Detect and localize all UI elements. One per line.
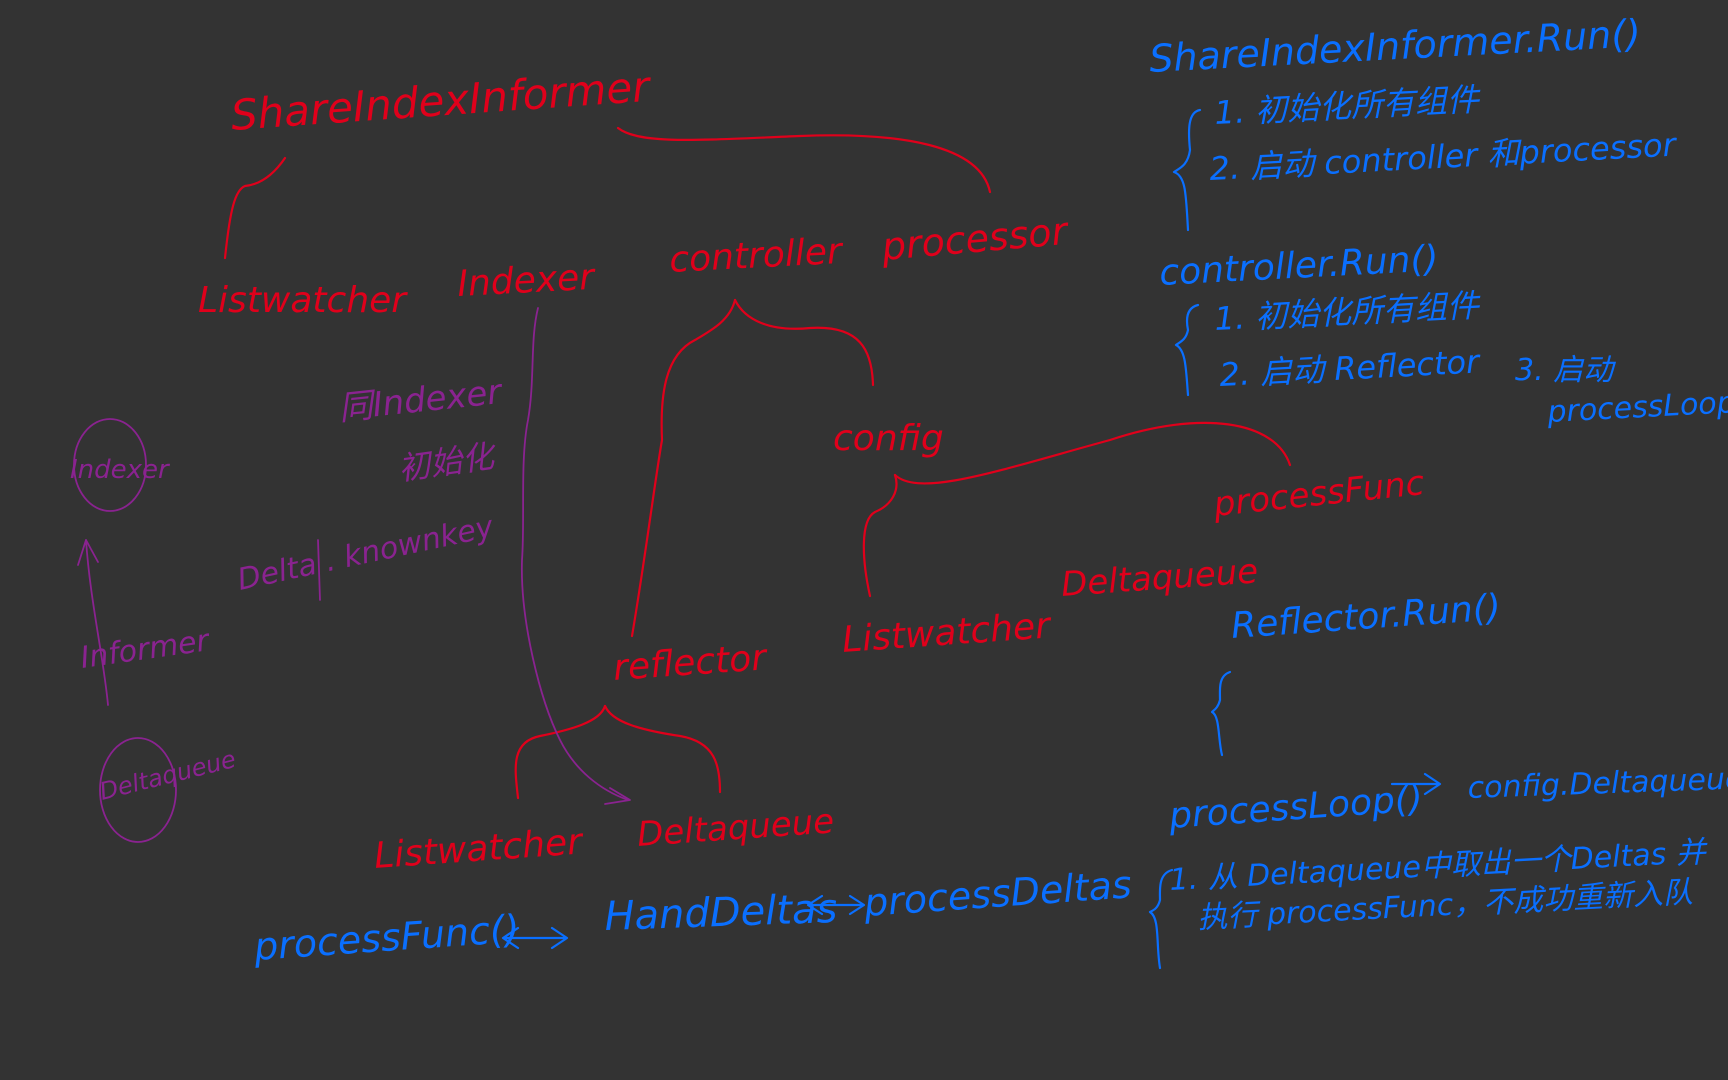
controller-run-brace — [1174, 303, 1200, 397]
informer-run-item-1: 1. 初始化所有组件 — [1213, 80, 1482, 132]
indexer-label: Indexer — [456, 257, 597, 305]
red-tree-connectors — [223, 126, 1292, 800]
deltaqueue-label-2: Deltaqueue — [636, 801, 836, 855]
delta-note: Delta . knownkey — [234, 509, 497, 598]
controller-run-item-2: 2. 启动 Reflector — [1218, 342, 1482, 394]
process-loop-title: processLoop() — [1167, 778, 1424, 837]
informer-run-brace — [1172, 108, 1202, 232]
listwatcher-label-2: Listwatcher — [841, 605, 1054, 661]
double-arrow-1 — [501, 926, 569, 950]
reflector-run-brace — [1210, 670, 1232, 757]
controller-run-item-3a: 3. 启动 — [1515, 353, 1616, 388]
processor-label: processor — [879, 209, 1071, 269]
double-arrow-2 — [806, 894, 866, 916]
process-loop-brace — [1148, 868, 1174, 970]
indexer-note-2: 初始化 — [396, 436, 500, 488]
controller-run-title: controller.Run() — [1158, 238, 1439, 294]
indexer-circle — [73, 418, 147, 512]
controller-run-item-3b: processLoop. — [1546, 385, 1728, 430]
purple-annotations — [73, 307, 631, 843]
circle-deltaqueue-label: Deltaqueue — [97, 745, 239, 806]
reflector-run-title: Reflector.Run() — [1230, 587, 1502, 647]
circle-indexer-label: Indexer — [70, 455, 171, 485]
process-loop-target: config.Deltaqueue.Pop() — [1467, 758, 1728, 806]
deltaqueue-label-1: Deltaqueue — [1060, 551, 1260, 605]
flow-step-3: processDeltas — [862, 862, 1133, 925]
processfunc-label: processFunc — [1211, 463, 1427, 525]
root-label: ShareIndexInformer — [229, 62, 653, 140]
deltaqueue-circle — [99, 737, 177, 843]
informer-label: Informer — [78, 623, 212, 676]
process-loop-arrow — [1390, 772, 1442, 796]
informer-run-item-2: 2. 启动 controller 和processor — [1208, 126, 1678, 188]
config-label: config — [833, 418, 944, 459]
controller-label: controller — [668, 231, 845, 281]
listwatcher-label-1: Listwatcher — [198, 280, 408, 321]
controller-run-item-1: 1. 初始化所有组件 — [1213, 286, 1482, 338]
listwatcher-label-3: Listwatcher — [373, 821, 586, 877]
flow-step-2: HandDeltas — [604, 886, 838, 940]
flow-step-1: processFunc() — [252, 907, 521, 970]
indexer-note-1: 同Indexer — [337, 372, 505, 429]
informer-run-title: ShareIndexInformer.Run() — [1148, 11, 1642, 81]
reflector-label: reflector — [612, 637, 770, 689]
